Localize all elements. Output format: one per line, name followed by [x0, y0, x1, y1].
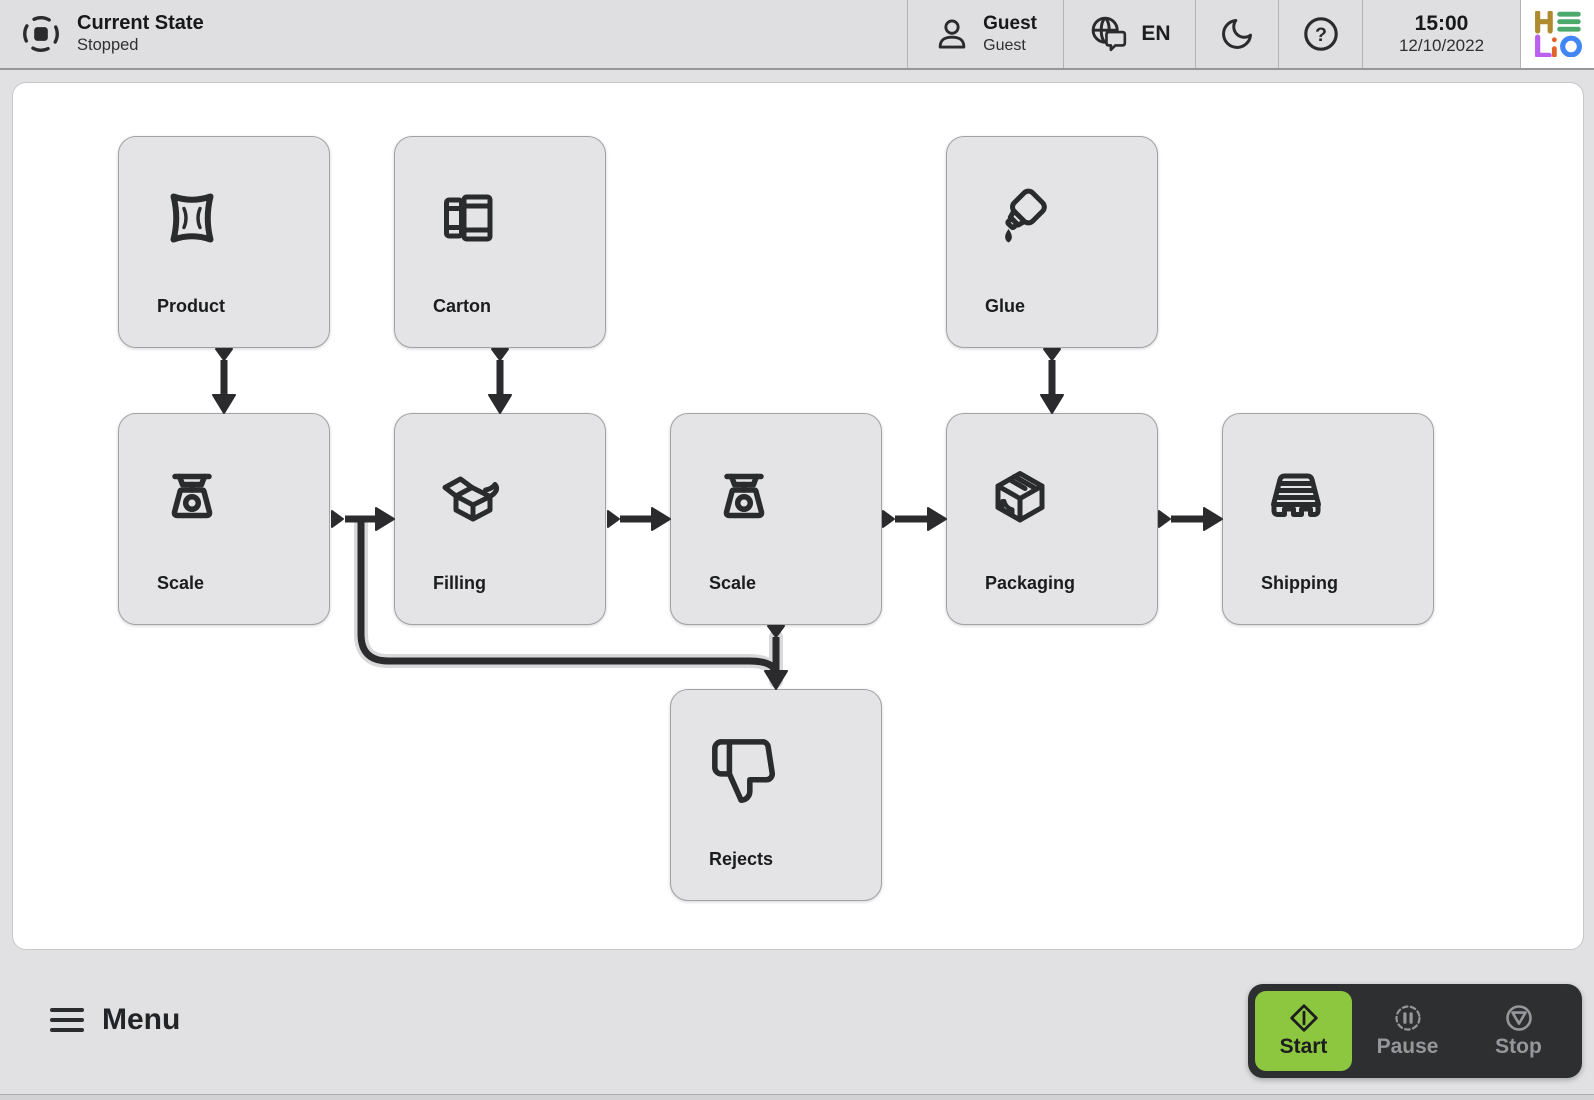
topbar-right-group: Guest Guest EN — [907, 0, 1594, 68]
helo-logo-icon — [1534, 11, 1582, 57]
node-filling[interactable]: Filling — [394, 413, 606, 625]
glue-bottle-icon — [1005, 188, 1047, 243]
open-box-icon — [442, 476, 500, 522]
language-code: EN — [1141, 22, 1171, 45]
carton-blank-icon — [444, 194, 493, 242]
pause-button[interactable]: Pause — [1352, 991, 1463, 1071]
stopped-state-icon — [23, 16, 59, 52]
clock-display: 15:00 12/10/2022 — [1362, 0, 1520, 68]
language-selector[interactable]: EN — [1063, 0, 1195, 68]
start-diamond-icon — [1289, 1004, 1318, 1032]
node-scale-2[interactable]: Scale — [670, 413, 882, 625]
start-label: Start — [1279, 1035, 1328, 1058]
sealed-box-icon — [995, 471, 1045, 523]
date-value: 12/10/2022 — [1398, 36, 1485, 56]
node-label: Carton — [433, 296, 491, 316]
start-button[interactable]: Start — [1255, 991, 1352, 1071]
stop-label: Stop — [1495, 1035, 1542, 1058]
node-glue[interactable]: Glue — [946, 136, 1158, 348]
globe-language-icon — [1092, 16, 1127, 52]
stop-button[interactable]: Stop — [1463, 991, 1574, 1071]
node-label: Packaging — [985, 573, 1076, 593]
svg-text:?: ? — [1315, 24, 1327, 46]
node-label: Scale — [709, 573, 757, 593]
hamburger-icon — [50, 1008, 84, 1032]
node-rejects[interactable]: Rejects — [670, 689, 882, 901]
node-label: Shipping — [1261, 573, 1338, 593]
node-carton[interactable]: Carton — [394, 136, 606, 348]
user-role: Guest — [983, 36, 1026, 54]
state-value: Stopped — [77, 36, 139, 55]
node-packaging[interactable]: Packaging — [946, 413, 1158, 625]
user-name: Guest — [983, 13, 1037, 34]
pause-icon — [1394, 1005, 1421, 1031]
user-icon — [938, 19, 966, 49]
help-button[interactable]: ? — [1278, 0, 1362, 68]
pause-label: Pause — [1376, 1035, 1439, 1058]
node-shipping[interactable]: Shipping — [1222, 413, 1434, 625]
screen-bottom-edge — [0, 1094, 1594, 1100]
node-label: Rejects — [709, 849, 774, 869]
machine-control-panel: Start Pause Stop — [1248, 984, 1582, 1078]
dark-mode-toggle[interactable] — [1195, 0, 1278, 68]
scale-icon — [171, 473, 213, 519]
pallet-icon — [1271, 473, 1321, 517]
bag-icon — [170, 193, 214, 243]
process-flow-canvas: Product Carton G — [12, 82, 1584, 950]
moon-icon — [1222, 19, 1252, 49]
time-value: 15:00 — [1414, 11, 1469, 35]
thumbs-down-icon — [712, 739, 775, 803]
help-icon: ? — [1303, 17, 1338, 51]
node-label: Product — [157, 296, 226, 316]
user-menu[interactable]: Guest Guest — [907, 0, 1063, 68]
menu-button[interactable]: Menu — [50, 994, 180, 1046]
node-scale-1[interactable]: Scale — [118, 413, 330, 625]
node-label: Glue — [985, 296, 1026, 316]
state-title: Current State — [77, 12, 204, 35]
menu-label: Menu — [102, 1003, 181, 1036]
node-label: Scale — [157, 573, 205, 593]
brand-logo — [1520, 0, 1594, 68]
scale-icon — [723, 473, 765, 519]
stop-icon — [1505, 1005, 1532, 1031]
machine-state: Current State Stopped — [0, 0, 204, 68]
node-label: Filling — [433, 573, 486, 593]
top-status-bar: Current State Stopped Guest Guest — [0, 0, 1594, 70]
node-product[interactable]: Product — [118, 136, 330, 348]
